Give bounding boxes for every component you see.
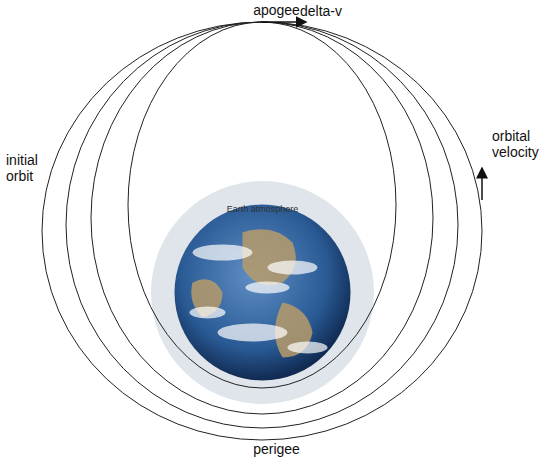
cloud (268, 261, 318, 275)
land-mass (243, 229, 296, 285)
region-label: Earth atmosphere (150, 204, 375, 215)
earth-globe (175, 205, 351, 381)
orbit (91, 22, 433, 414)
orbit-label: initial orbit (6, 152, 50, 184)
delta-v-arrow (262, 21, 306, 23)
cloud (218, 324, 288, 342)
orbit-label: orbital velocity (492, 128, 546, 160)
orbit (128, 22, 396, 388)
orbit-label: apogee (2, 2, 549, 18)
initial-orbit (42, 22, 482, 440)
velocity-arrow (481, 168, 483, 200)
cloud (288, 342, 328, 354)
orbit-label: perigee (2, 441, 549, 457)
atmosphere-circle (151, 181, 374, 404)
orbit-label: delta-v (300, 3, 370, 19)
atmosphere-region: Earth atmosphere (150, 180, 375, 405)
cloud (190, 307, 226, 319)
cloud (193, 245, 253, 261)
orbit (66, 22, 458, 428)
cloud (246, 282, 290, 294)
